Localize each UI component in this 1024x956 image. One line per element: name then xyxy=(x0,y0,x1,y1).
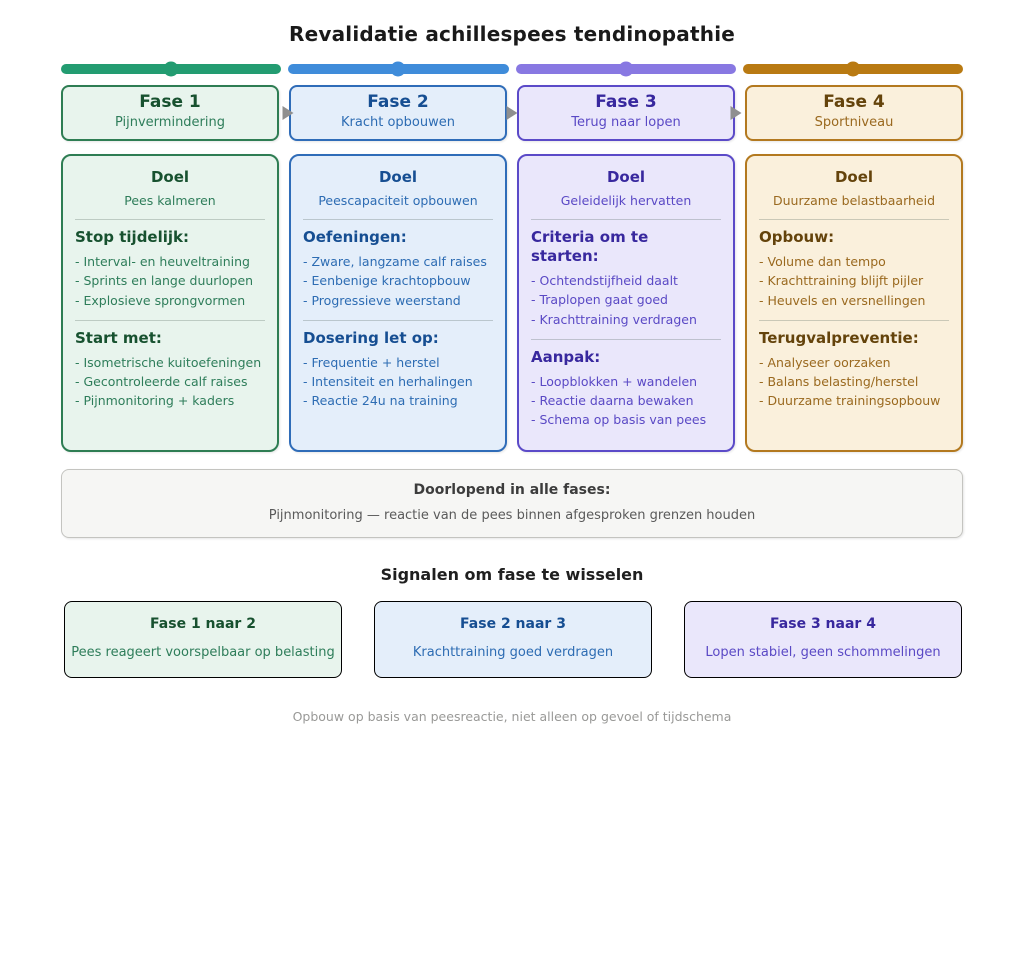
list-item: - Intensiteit en herhalingen xyxy=(303,374,473,390)
phase-header-fase4: Fase 4 Sportniveau xyxy=(745,85,963,141)
phase-header-fase2: Fase 2 Kracht opbouwen xyxy=(289,85,507,141)
arrow-right-icon xyxy=(282,106,294,120)
list-item: - Heuvels en versnellingen xyxy=(759,292,926,308)
doel-heading: Doel xyxy=(834,168,874,186)
signal-title: Fase 2 naar 3 xyxy=(460,616,566,632)
continuous-note-box: Doorlopend in alle fases: Pijnmonitoring… xyxy=(61,469,963,538)
section-heading: Stop tijdelijk: xyxy=(75,228,190,246)
divider xyxy=(531,219,721,220)
doel-text: Duurzame belastbaarheid xyxy=(772,193,936,208)
phase-detail-fase4: Doel Duurzame belastbaarheid Opbouw: - V… xyxy=(745,154,963,452)
divider xyxy=(75,319,265,321)
section-heading: Terugvalpreventie: xyxy=(759,328,919,347)
signals-section-title: Signalen om fase te wisselen xyxy=(380,565,644,584)
divider xyxy=(531,338,721,340)
phase-name: Fase 4 xyxy=(823,92,885,112)
page-title: Revalidatie achillespees tendinopathie xyxy=(288,22,736,46)
signal-card-fase2-naar-3: Fase 2 naar 3 Krachttraining goed verdra… xyxy=(374,601,652,678)
list-item: - Loopblokken + wandelen xyxy=(531,373,698,389)
timeline-dot xyxy=(163,61,179,76)
timeline-dot xyxy=(390,61,406,76)
doel-text: Peescapaciteit opbouwen xyxy=(318,193,478,208)
phase-header-fase1: Fase 1 Pijnvermindering xyxy=(61,85,279,141)
divider xyxy=(303,319,493,321)
timeline-dot xyxy=(618,61,634,76)
list-item: - Isometrische kuitoefeningen xyxy=(75,354,262,370)
footer-note: Opbouw op basis van peesreactie, niet al… xyxy=(292,709,732,724)
section-heading: Criteria om te starten: xyxy=(531,228,649,265)
signal-card-fase1-naar-2: Fase 1 naar 2 Pees reageert voorspelbaar… xyxy=(64,601,342,678)
list-item: - Explosieve sprongvormen xyxy=(75,292,246,308)
continuous-note-title: Doorlopend in alle fases: xyxy=(413,482,611,498)
signal-title: Fase 1 naar 2 xyxy=(150,616,256,632)
doel-text: Geleidelijk hervatten xyxy=(560,193,692,208)
timeline-dot xyxy=(845,61,861,76)
timeline-segment-fase1 xyxy=(61,61,282,76)
section-heading: Opbouw: xyxy=(759,228,835,246)
continuous-note-text: Pijnmonitoring — reactie van de pees bin… xyxy=(268,508,756,523)
list-item: - Zware, langzame calf raises xyxy=(303,254,487,269)
divider xyxy=(759,219,949,220)
doel-heading: Doel xyxy=(378,168,418,186)
phase-name: Fase 3 xyxy=(595,92,657,112)
list-item: - Gecontroleerde calf raises xyxy=(75,374,248,390)
list-item: - Krachttraining blijft pijler xyxy=(759,273,924,289)
list-item: - Schema op basis van pees xyxy=(531,412,707,428)
list-item: - Duurzame trainingsopbouw xyxy=(759,393,941,409)
doel-heading: Doel xyxy=(606,168,646,186)
list-item: - Volume dan tempo xyxy=(759,254,886,269)
divider xyxy=(303,219,493,220)
phase-subtitle: Terug naar lopen xyxy=(571,115,681,130)
phase-subtitle: Kracht opbouwen xyxy=(341,115,455,130)
phase-detail-fase1: Doel Pees kalmeren Stop tijdelijk: - Int… xyxy=(61,154,279,452)
phase-detail-fase3: Doel Geleidelijk hervatten Criteria om t… xyxy=(517,154,735,452)
divider xyxy=(75,219,265,220)
phase-header-row: Fase 1 Pijnvermindering Fase 2 Kracht op… xyxy=(61,85,963,141)
list-item: - Krachttraining verdragen xyxy=(531,311,697,327)
list-item: - Pijnmonitoring + kaders xyxy=(75,393,235,409)
list-item: - Reactie daarna bewaken xyxy=(531,393,694,409)
list-item: - Interval- en heuveltraining xyxy=(75,254,250,269)
doel-text: Pees kalmeren xyxy=(124,193,216,208)
signal-text: Krachttraining goed verdragen xyxy=(412,645,614,660)
phase-subtitle: Sportniveau xyxy=(814,115,894,130)
timeline-segment-fase4 xyxy=(742,61,963,76)
signal-text: Pees reageert voorspelbaar op belasting xyxy=(71,645,335,660)
list-item: - Progressieve weerstand xyxy=(303,292,461,308)
list-item: - Eenbenige krachtopbouw xyxy=(303,273,471,289)
arrow-right-icon xyxy=(730,106,742,120)
list-item: - Reactie 24u na training xyxy=(303,393,458,409)
list-item: - Analyseer oorzaken xyxy=(759,354,891,370)
phase-detail-row: Doel Pees kalmeren Stop tijdelijk: - Int… xyxy=(61,154,963,452)
list-item: - Traplopen gaat goed xyxy=(531,292,668,308)
signal-title: Fase 3 naar 4 xyxy=(770,616,876,632)
phase-name: Fase 1 xyxy=(139,92,201,112)
timeline-segment-fase2 xyxy=(288,61,509,76)
arrow-right-icon xyxy=(506,106,518,120)
doel-heading: Doel xyxy=(150,168,190,186)
section-heading: Start met: xyxy=(75,328,162,347)
list-item: - Frequentie + herstel xyxy=(303,354,440,370)
section-heading: Aanpak: xyxy=(531,347,601,366)
section-heading: Oefeningen: xyxy=(303,228,407,246)
phase-name: Fase 2 xyxy=(367,92,429,112)
phase-timeline xyxy=(61,61,963,76)
list-item: - Ochtendstijfheid daalt xyxy=(531,273,678,288)
signal-text: Lopen stabiel, geen schommelingen xyxy=(705,645,941,660)
rehab-infographic: Revalidatie achillespees tendinopathie F… xyxy=(0,22,1024,956)
phase-header-fase3: Fase 3 Terug naar lopen xyxy=(517,85,735,141)
divider xyxy=(759,319,949,321)
list-item: - Sprints en lange duurlopen xyxy=(75,273,254,289)
signal-card-row: Fase 1 naar 2 Pees reageert voorspelbaar… xyxy=(64,601,962,678)
list-item: - Balans belasting/herstel xyxy=(759,374,919,390)
signal-card-fase3-naar-4: Fase 3 naar 4 Lopen stabiel, geen schomm… xyxy=(684,601,962,678)
section-heading: Dosering let op: xyxy=(303,328,439,347)
phase-detail-fase2: Doel Peescapaciteit opbouwen Oefeningen:… xyxy=(289,154,507,452)
timeline-segment-fase3 xyxy=(515,61,736,76)
phase-subtitle: Pijnvermindering xyxy=(114,115,226,130)
